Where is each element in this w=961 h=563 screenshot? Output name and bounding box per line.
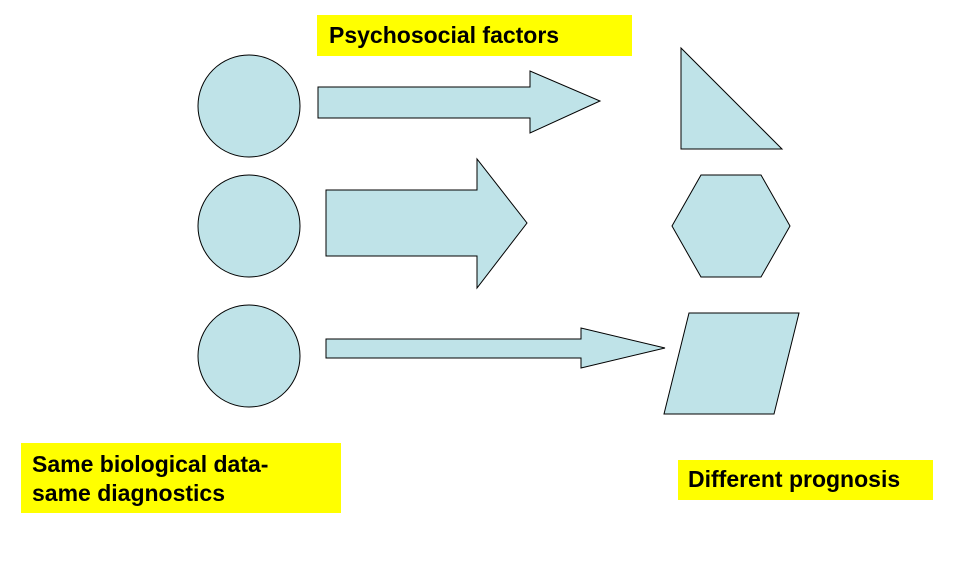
psychosocial-factors-label: Psychosocial factors [317,15,632,56]
patient-circle-2 [197,174,301,278]
outcome-hexagon [671,174,791,278]
same-bio-line-1: Same biological data- [32,451,269,477]
different-prognosis-label: Different prognosis [678,460,933,500]
arrow-medium [317,70,602,134]
arrow-thin [325,327,666,369]
outcome-parallelogram [663,312,800,415]
arrow-thick [325,157,528,290]
patient-circle-3 [197,304,301,408]
outcome-triangle [680,46,784,150]
same-biological-data-label: Same biological data- same diagnostics [21,443,341,513]
patient-circle-1 [197,54,301,158]
same-bio-line-2: same diagnostics [32,480,226,506]
